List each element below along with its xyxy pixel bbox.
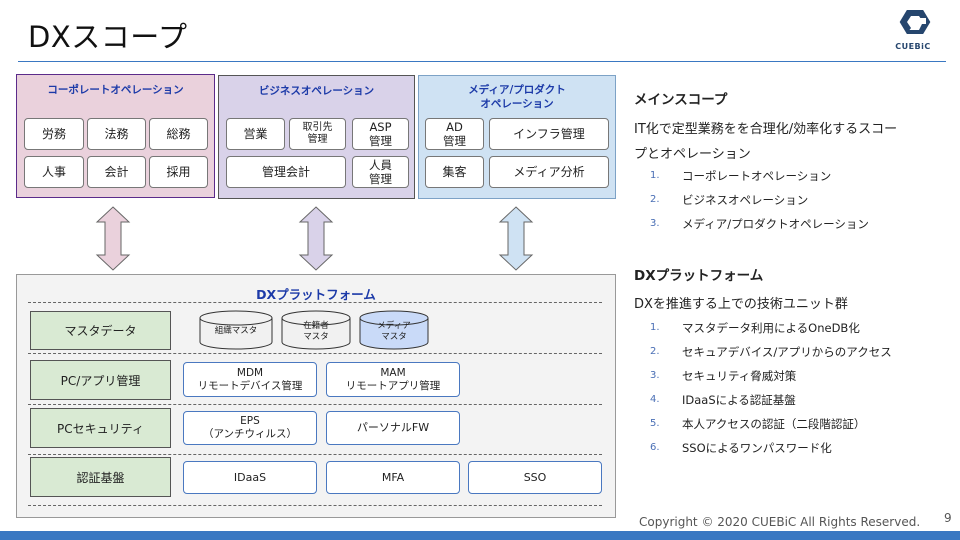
platform-box-eps: EPS （アンチウィルス） [183,411,317,445]
scope-box-staffing-management: 人員 管理 [352,156,409,188]
media-panel-title-line1: メディア/プロダクト [468,84,566,96]
master-data-cylinders [199,310,429,350]
scope-box-accounting: 会計 [87,156,146,188]
dashed-divider [28,404,602,405]
scope-box-labor: 労務 [24,118,84,150]
row-label-pc-security: PCセキュリティ [30,408,171,448]
scope-box-hr: 人事 [24,156,84,188]
platform-list-item-5: 本人アクセスの認証（二段階認証） [682,417,866,431]
title-divider [18,61,946,62]
row-label-authentication: 認証基盤 [30,457,171,497]
platform-box-idaas: IDaaS [183,461,317,494]
platform-list-item-6: SSOによるワンパスワード化 [682,441,832,455]
platform-list-item-3: セキュリティ脅威対策 [682,369,797,383]
corporate-panel-title: コーポレートオペレーション [47,84,184,96]
scope-list-item-1: コーポレートオペレーション [682,169,832,183]
dashed-divider [28,353,602,354]
double-arrow-business [298,206,334,271]
scope-box-infra-management: インフラ管理 [489,118,609,150]
dashed-divider [28,302,602,303]
platform-box-sso: SSO [468,461,602,494]
cylinder-label-media-master: メディア マスタ [377,321,411,342]
platform-list-item-4: IDaaSによる認証基盤 [682,393,796,407]
dashed-divider [28,454,602,455]
list-number: 1. [650,322,660,333]
double-arrow-media [498,206,534,271]
scope-box-ad-management: AD 管理 [425,118,484,150]
list-number: 6. [650,442,660,453]
database-cylinder-icon [281,310,351,350]
platform-box-mfa: MFA [326,461,460,494]
platform-list-item-1: マスタデータ利用によるOneDB化 [682,321,860,335]
list-number: 2. [650,194,660,205]
scope-box-asp-management: ASP 管理 [352,118,409,150]
scope-list-item-3: メディア/プロダクトオペレーション [682,217,869,231]
list-number: 5. [650,418,660,429]
dx-platform-heading: DXプラットフォーム [634,268,764,284]
cylinder-label-org-master: 組織マスタ [214,326,258,336]
database-cylinder-icon [199,310,273,350]
scope-box-management-accounting: 管理会計 [226,156,346,188]
list-number: 2. [650,346,660,357]
main-scope-body-line2: プとオペレーション [634,147,751,162]
logo-text: CUEBiC [895,42,931,51]
cuebic-logo-icon [899,10,931,34]
media-panel-title-line2: オペレーション [480,98,554,110]
scope-list-item-2: ビジネスオペレーション [682,193,809,207]
platform-box-personal-fw: パーソナルFW [326,411,460,445]
scope-box-acquisition: 集客 [425,156,484,188]
dx-platform-body: DXを推進する上での技術ユニット群 [634,297,848,312]
copyright-text: Copyright © 2020 CUEBiC All Rights Reser… [639,515,921,529]
list-number: 1. [650,170,660,181]
footer-bar [0,531,960,540]
double-arrow-corporate [95,206,131,271]
database-cylinder-icon [359,310,429,350]
cylinder-label-employee-master: 在籍者 マスタ [303,321,329,342]
page-title: DXスコープ [28,20,188,54]
platform-box-mdm: MDM リモートデバイス管理 [183,362,317,397]
row-label-master-data: マスタデータ [30,311,171,350]
business-panel-title: ビジネスオペレーション [258,85,375,97]
list-number: 4. [650,394,660,405]
scope-box-client-management: 取引先 管理 [289,118,346,150]
scope-box-media-analysis: メディア分析 [489,156,609,188]
scope-box-legal: 法務 [87,118,146,150]
scope-box-sales: 営業 [226,118,285,150]
platform-box-mam: MAM リモートアプリ管理 [326,362,460,397]
page-number: 9 [944,511,952,525]
scope-box-recruiting: 採用 [149,156,208,188]
dashed-divider [28,505,602,506]
list-number: 3. [650,370,660,381]
main-scope-body-line1: IT化で定型業務をを合理化/効率化するスコー [634,122,898,137]
main-scope-heading: メインスコープ [634,92,728,108]
list-number: 3. [650,218,660,229]
row-label-pc-app-management: PC/アプリ管理 [30,360,171,400]
scope-box-general-affairs: 総務 [149,118,208,150]
dx-platform-title: DXプラットフォーム [256,287,376,302]
platform-list-item-2: セキュアデバイス/アプリからのアクセス [682,345,892,359]
